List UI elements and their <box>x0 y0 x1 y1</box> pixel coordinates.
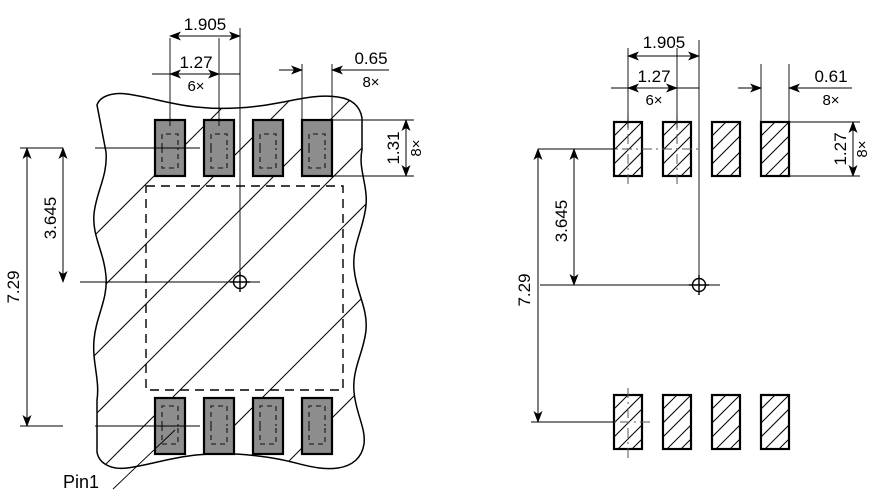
left-dim-127-text: 1.27 <box>179 53 212 72</box>
body-hatch-lines <box>93 93 367 469</box>
right-bottom-pad-3 <box>710 393 742 451</box>
right-top-pad-4 <box>759 120 791 178</box>
left-dim-1905: 1.905 <box>169 15 241 160</box>
pin1-label: Pin1 <box>63 472 99 492</box>
right-top-pad-group <box>612 120 791 178</box>
left-dim-131-qty-text: 8× <box>408 139 425 156</box>
right-dim-3645-text: 3.645 <box>552 200 571 243</box>
right-dim-1905: 1.905 <box>627 33 700 160</box>
inner-body-dashed-rect <box>145 185 344 391</box>
left-dim-729-text: 7.29 <box>4 270 23 303</box>
left-dim-729: 7.29 <box>4 147 63 427</box>
right-dim-127-vertical-text: 1.27 <box>831 132 850 165</box>
right-bottom-pad-2 <box>661 393 693 451</box>
right-dim-127-qty-text: 6× <box>645 92 662 109</box>
right-dim-729: 7.29 <box>515 148 614 423</box>
left-top-pad-2 <box>202 118 236 178</box>
right-dim-061-qty-text: 8× <box>822 92 839 109</box>
pin1-callout: Pin1 <box>63 429 176 492</box>
right-dim-061: 0.61 8× <box>738 64 852 128</box>
right-dim-729-text: 7.29 <box>515 273 534 306</box>
right-land-pattern-view: 1.905 1.27 6× 0.61 8× 1.27 8× <box>515 33 871 458</box>
left-package-outline-view: 1.905 1.27 6× 0.65 8× 1.31 8× <box>4 15 425 492</box>
left-bottom-pad-3 <box>251 396 285 456</box>
right-bottom-pad-4 <box>759 393 791 451</box>
left-dim-065: 0.65 8× <box>279 49 389 126</box>
left-dim-131: 1.31 8× <box>332 119 425 177</box>
right-dim-127-vertical-qty-text: 8× <box>854 140 871 157</box>
right-dim-127-vertical: 1.27 8× <box>789 121 871 177</box>
left-dim-3645: 3.645 <box>41 147 68 283</box>
right-dim-061-text: 0.61 <box>814 67 847 86</box>
left-datum-origin-marker <box>80 160 260 292</box>
left-dim-3645-text: 3.645 <box>41 197 60 240</box>
package-body-outline <box>92 92 367 470</box>
right-bottom-pad-group <box>612 393 791 451</box>
left-dim-065-qty-text: 8× <box>362 74 379 91</box>
left-dim-131-text: 1.31 <box>384 131 403 164</box>
right-dim-127-text: 1.27 <box>637 67 670 86</box>
left-bottom-pad-4 <box>300 396 334 456</box>
right-top-pad-3 <box>710 120 742 178</box>
left-bottom-pad-2 <box>202 396 236 456</box>
left-dim-127: 1.27 6× <box>152 53 240 95</box>
right-dim-127: 1.27 6× <box>611 67 699 109</box>
right-dim-3645: 3.645 <box>538 148 614 286</box>
left-top-pad-4 <box>300 118 334 178</box>
left-dim-127-qty-text: 6× <box>187 78 204 95</box>
left-dim-065-text: 0.65 <box>354 49 387 68</box>
left-dim-1905-text: 1.905 <box>184 15 227 34</box>
right-dim-1905-text: 1.905 <box>643 33 686 52</box>
left-top-pad-3 <box>251 118 285 178</box>
